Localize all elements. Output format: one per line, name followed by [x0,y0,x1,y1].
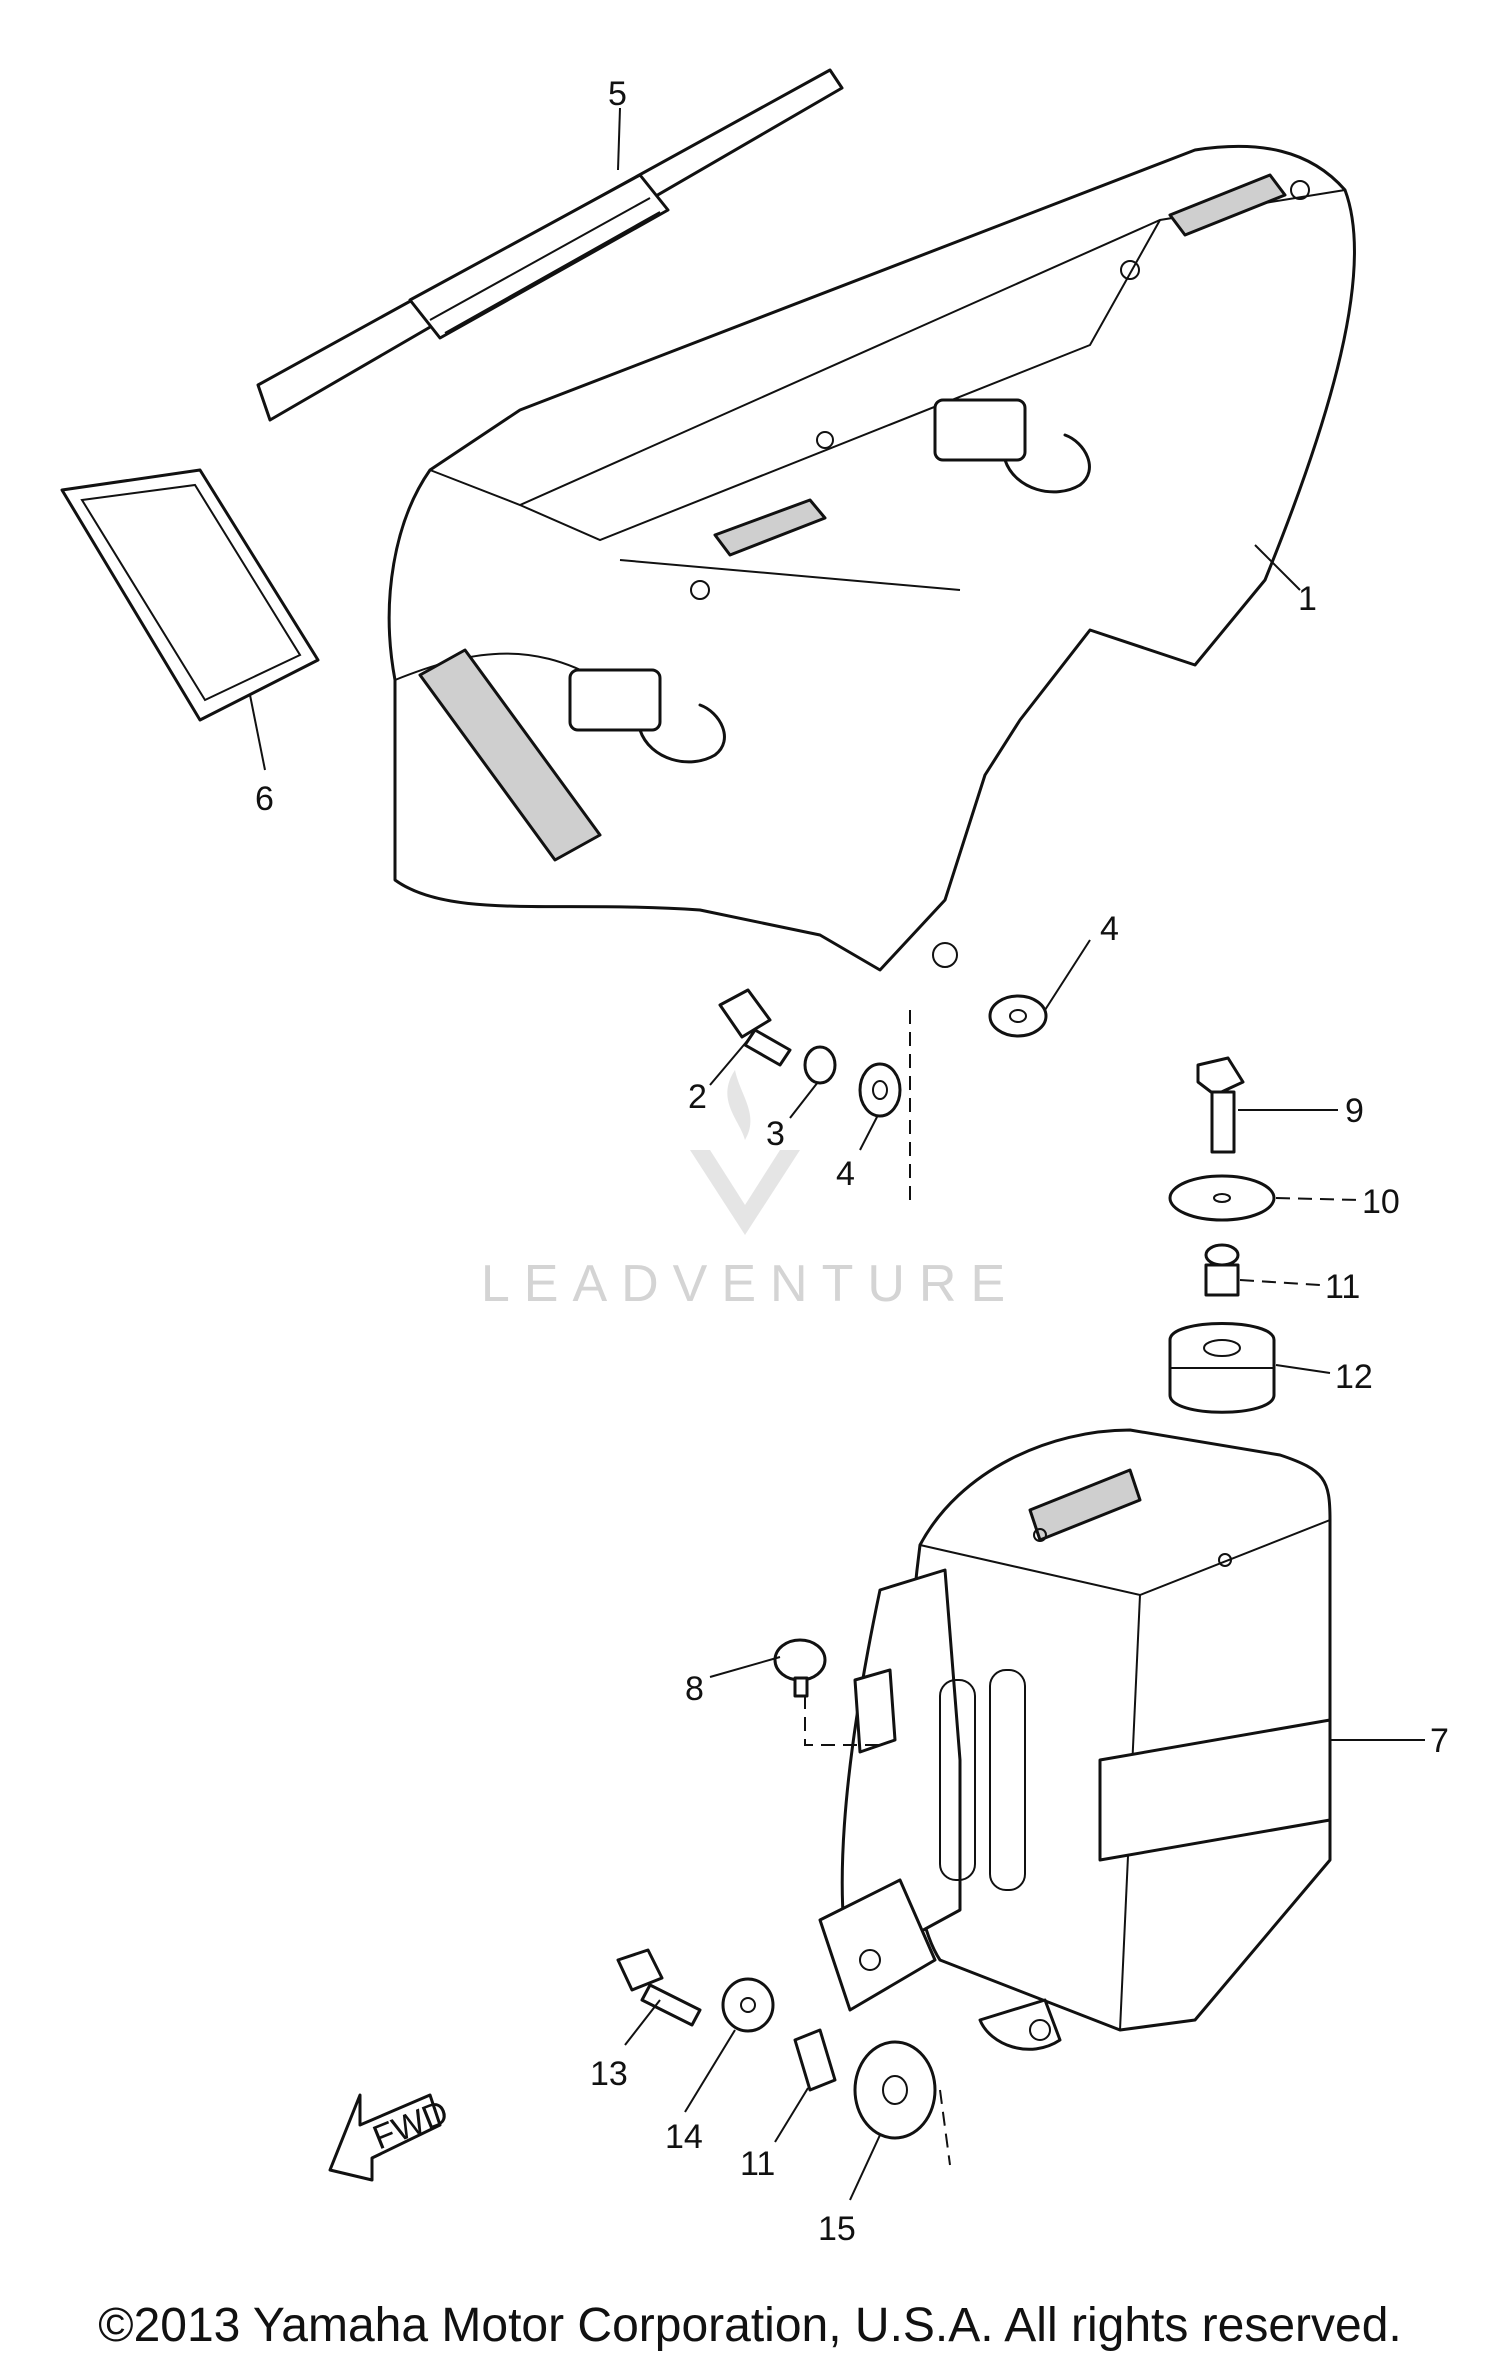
callout-1: 1 [1298,580,1317,618]
callout-2: 2 [688,1078,707,1116]
watermark-logo [690,1070,800,1235]
callout-11-lower: 11 [740,2145,775,2183]
callout-9: 9 [1345,1092,1364,1130]
callout-10: 10 [1362,1183,1400,1221]
callout-14: 14 [665,2118,703,2156]
callout-5: 5 [608,75,627,113]
lower-fastener-group [616,1948,951,2166]
emblem-pad-part [60,468,320,722]
upper-fastener-group [718,988,1048,1200]
screw-8-part [773,1638,880,1746]
callout-3: 3 [766,1115,785,1153]
copyright-notice: ©2013 Yamaha Motor Corporation, U.S.A. A… [98,2299,1402,2352]
callout-12: 12 [1335,1358,1373,1396]
battery-case-part [818,1428,1332,2051]
callout-6: 6 [255,780,274,818]
leader-lines [249,107,1425,2201]
callout-11-upper: 11 [1325,1268,1360,1306]
emblem-strip-part [256,68,844,422]
callout-8: 8 [685,1670,704,1708]
callout-4-grommet: 4 [1100,910,1119,948]
callout-13: 13 [590,2055,628,2093]
watermark-text: LEADVENTURE [480,1255,1020,1313]
side-cover-part [387,144,1356,972]
callout-labels: 1 2 3 4 4 5 6 7 8 9 10 11 12 13 14 11 15 [255,75,1449,2248]
upper-right-fastener-group [1168,1056,1276,1414]
callout-15: 15 [818,2210,856,2248]
callout-4-washer: 4 [836,1155,855,1193]
fwd-arrow: FWD [328,2093,454,2182]
callout-7: 7 [1430,1722,1449,1760]
